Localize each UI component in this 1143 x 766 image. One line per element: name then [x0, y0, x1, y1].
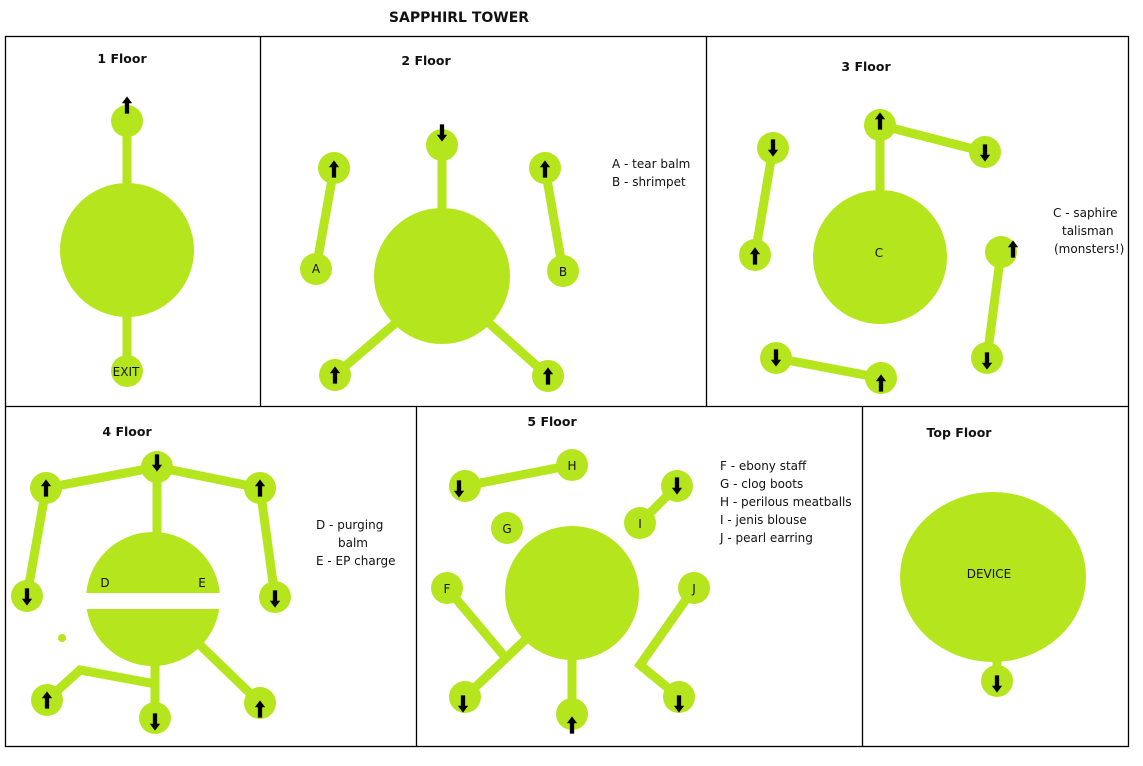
legend-item: C - saphire: [1053, 206, 1118, 220]
legend-item: (monsters!): [1054, 242, 1124, 256]
legend-item: H - perilous meatballs: [720, 495, 852, 509]
floor-3-panel: 3 Floor C C - saphire talisman (monsters…: [739, 59, 1124, 394]
node-label: D: [100, 576, 109, 590]
floor-label: 2 Floor: [401, 53, 451, 68]
node-label: A: [312, 262, 321, 276]
legend-item: A - tear balm: [612, 157, 690, 171]
legend-item: balm: [338, 536, 368, 550]
stairs-node[interactable]: [556, 698, 588, 730]
node-label: I: [638, 517, 642, 531]
item-node-j[interactable]: [678, 572, 710, 604]
exit-label: EXIT: [113, 365, 140, 379]
node-label: H: [567, 459, 576, 473]
item-node-b[interactable]: [547, 255, 579, 287]
legend-item: I - jenis blouse: [720, 513, 807, 527]
device-room: [900, 492, 1086, 662]
node-label: DEVICE: [967, 567, 1012, 581]
floor-label: Top Floor: [927, 425, 993, 440]
floor-5-panel: 5 Floor H I G F J F - ebony staff G - cl…: [431, 414, 852, 734]
stairs-node[interactable]: [985, 236, 1017, 268]
floor-label: 1 Floor: [97, 51, 147, 66]
floor-4-panel: 4 Floor D E D - purging balm E - EP char…: [11, 424, 395, 734]
panel-borders: [4, 35, 1130, 748]
stairs-node[interactable]: [111, 105, 143, 137]
node-label: J: [691, 582, 696, 596]
node-label: C: [875, 246, 883, 260]
room: [813, 190, 947, 324]
legend-item: talisman: [1062, 224, 1114, 238]
legend-item: J - pearl earring: [719, 531, 813, 545]
legend-item: F - ebony staff: [720, 459, 807, 473]
exit-node[interactable]: [111, 355, 143, 387]
node-label: F: [444, 582, 451, 596]
floor-label: 3 Floor: [841, 59, 891, 74]
node-label: B: [559, 265, 567, 279]
floor-1-panel: 1 Floor EXIT: [60, 51, 194, 387]
item-node-g[interactable]: [491, 512, 523, 544]
floor-label: 4 Floor: [102, 424, 152, 439]
map-title: SAPPHIRL TOWER: [389, 10, 529, 26]
node-label: G: [502, 522, 511, 536]
item-node-i[interactable]: [624, 507, 656, 539]
item-node-h[interactable]: [556, 449, 588, 481]
room: [374, 208, 510, 344]
legend-item: B - shrimpet: [612, 175, 686, 189]
floor-2-panel: 2 Floor A B A - tear balm B - shrimpet: [300, 53, 690, 392]
room: [60, 183, 194, 317]
room: [505, 526, 639, 660]
legend-item: E - EP charge: [316, 554, 395, 568]
item-node-f[interactable]: [431, 572, 463, 604]
node-label: E: [198, 576, 206, 590]
floor-label: 5 Floor: [527, 414, 577, 429]
top-floor-panel: Top Floor DEVICE: [900, 425, 1086, 697]
stairs-node[interactable]: [426, 129, 458, 161]
legend-item: G - clog boots: [720, 477, 803, 491]
legend-item: D - purging: [316, 518, 383, 532]
stairs-node[interactable]: [449, 470, 481, 502]
item-node-a[interactable]: [300, 253, 332, 285]
